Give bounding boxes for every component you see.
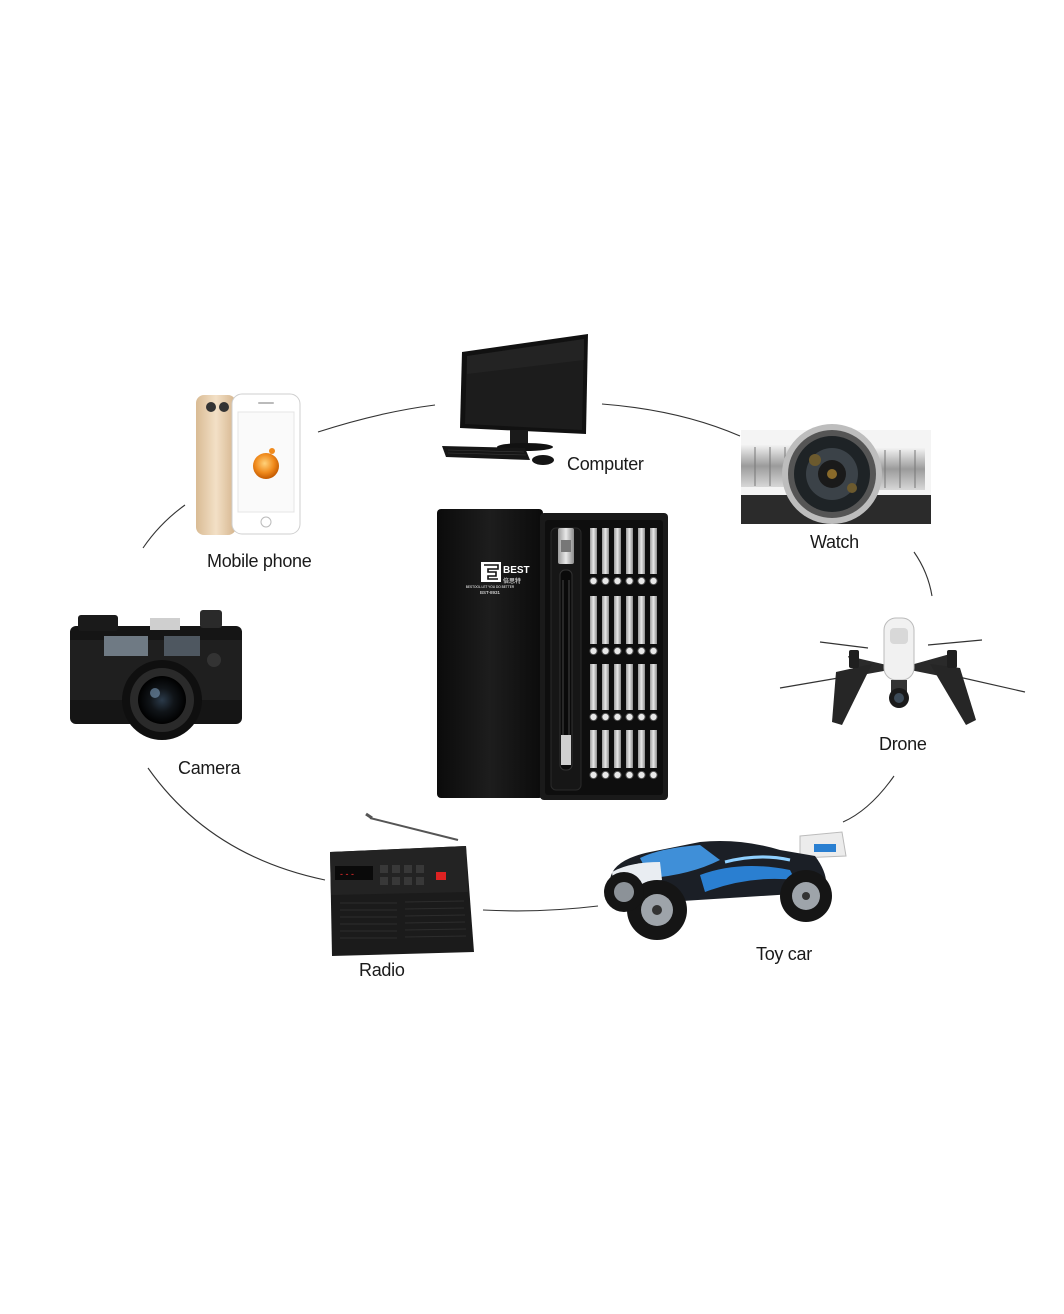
screwdriver-bit [650,664,657,710]
screwdriver-handle [550,527,582,791]
screwdriver-bit [590,596,597,644]
arc-drone-toycar [842,775,895,823]
case-lid [437,509,543,798]
screwdriver-bit [602,664,609,710]
screwdriver-bit [590,730,597,768]
bit-head [649,770,658,780]
bit-head [625,712,634,722]
arc-phone-computer [317,404,436,433]
brand-slogan: BESTOOL LET YOU DO BETTER [466,585,515,589]
label-mobile-phone: Mobile phone [207,551,312,571]
drone-icon [779,617,1026,725]
screwdriver-bit [590,528,597,574]
camera-icon [70,610,242,740]
bit-head [637,770,646,780]
toy-car-icon [604,831,847,940]
screwdriver-bit [650,528,657,574]
screwdriver-bit [614,596,621,644]
mobile-phone-icon [196,393,301,535]
bit-head [637,712,646,722]
computer-icon [442,334,588,465]
bit-head [613,576,622,586]
bit-head [649,576,658,586]
screwdriver-set: BEST 倍思特 BESTOOL LET YOU DO BETTER BST-8… [437,509,668,800]
arc-computer-watch [601,403,741,437]
screwdriver-bit [602,528,609,574]
brand-chinese-text: 倍思特 [503,577,521,585]
arc-radio-camera [147,767,326,881]
screwdriver-bit [650,730,657,768]
svg-text:- - -: - - - [340,869,354,879]
bit-head [625,770,634,780]
bit-head [637,646,646,656]
model-number: BST-8931 [480,590,501,595]
bit-head [613,712,622,722]
label-watch: Watch [810,532,859,552]
screwdriver-bit [638,528,645,574]
screwdriver-bit [602,730,609,768]
bit-head [601,770,610,780]
screwdriver-bit [614,664,621,710]
label-computer: Computer [567,454,644,474]
connector-arcs [142,403,933,912]
screwdriver-bit [602,596,609,644]
screwdriver-bit [626,528,633,574]
screwdriver-bit [626,730,633,768]
screwdriver-bit [638,596,645,644]
screwdriver-bit [626,664,633,710]
screwdriver-bit [614,528,621,574]
arc-camera-phone [142,504,186,549]
bit-head [613,646,622,656]
label-drone: Drone [879,734,927,754]
label-toy-car: Toy car [756,944,812,964]
arc-toycar-radio [482,905,599,912]
screwdriver-bit [590,664,597,710]
screwdriver-bit [614,730,621,768]
bit-head [601,646,610,656]
screwdriver-bit [650,596,657,644]
brand-logo: BEST 倍思特 BESTOOL LET YOU DO BETTER BST-8… [466,562,530,595]
screwdriver-bit [638,664,645,710]
bit-head [601,712,610,722]
screwdriver-bit [638,730,645,768]
bit-head [589,712,598,722]
screwdriver-bit [626,596,633,644]
bit-head [589,576,598,586]
bit-head [589,770,598,780]
bit-head [625,576,634,586]
label-camera: Camera [178,758,241,778]
arc-watch-drone [913,551,933,597]
watch-icon [741,424,931,524]
bit-head [649,712,658,722]
brand-logo-text: BEST [503,565,530,576]
label-radio: Radio [359,960,405,980]
bit-head [625,646,634,656]
bit-head [601,576,610,586]
screwdriver-bits [589,528,658,780]
radio-icon: - - - [330,812,474,956]
bit-head [589,646,598,656]
bit-head [637,576,646,586]
bit-head [649,646,658,656]
bit-head [613,770,622,780]
